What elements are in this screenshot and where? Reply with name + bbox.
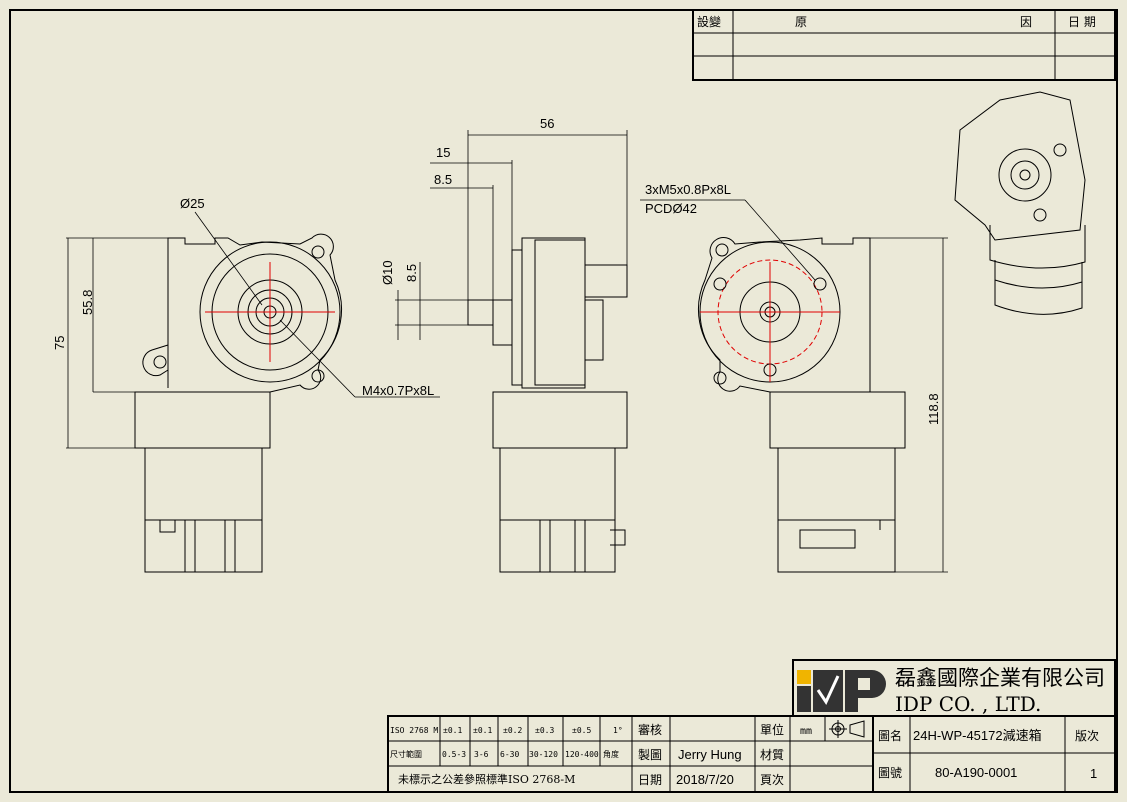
rev-header-reason-2: 因 <box>1020 15 1032 29</box>
dim-front-75: 75 <box>52 336 67 350</box>
drawn-value: Jerry Hung <box>678 747 742 762</box>
front-view: Ø25 55.8 75 M4x0.7Px8L <box>52 196 440 573</box>
range-3: 6-30 <box>500 750 519 759</box>
dim-front-55-8: 55.8 <box>80 290 95 315</box>
dim-front-thread: M4x0.7Px8L <box>362 383 434 398</box>
drawing-no-label: 圖號 <box>878 766 902 780</box>
unit-value: mm <box>800 726 812 737</box>
dim-side-8-5: 8.5 <box>404 264 419 282</box>
tol-1: ±0.1 <box>443 726 462 735</box>
date-value: 2018/7/20 <box>676 772 734 787</box>
review-label: 審核 <box>638 722 662 737</box>
tol-3: ±0.2 <box>503 726 522 735</box>
drawing-no: 80-A190-0001 <box>935 765 1017 780</box>
projection-symbol-icon <box>829 720 865 738</box>
rev-header-date: 日 期 <box>1068 15 1096 29</box>
company-block: 磊鑫國際企業有限公司 IDP CO. , LTD. <box>792 659 1116 717</box>
range-angle: 角度 <box>603 749 619 759</box>
company-name-cn: 磊鑫國際企業有限公司 <box>895 666 1105 690</box>
page-label: 頁次 <box>760 773 784 787</box>
tol-2: ±0.1 <box>473 726 492 735</box>
drawing-name: 24H-WP-45172減速箱 <box>913 728 1042 743</box>
tol-5: ±0.5 <box>572 726 591 735</box>
range-4: 30-120 <box>529 750 558 759</box>
range-2: 3-6 <box>474 750 489 759</box>
dim-side-56: 56 <box>540 116 554 131</box>
logo-yellow-square <box>797 670 811 684</box>
logo-p <box>845 670 886 712</box>
company-name-en: IDP CO. , LTD. <box>895 692 1041 716</box>
isometric-view <box>954 91 1086 315</box>
dim-side-8-5-top: 8.5 <box>434 172 452 187</box>
title-block: ISO 2768 M ±0.1 ±0.1 ±0.2 ±0.3 ±0.5 1° 尺… <box>387 715 1116 793</box>
dim-side-dia10: Ø10 <box>380 260 395 285</box>
dim-front-diameter: Ø25 <box>180 196 205 211</box>
tol-standard: ISO 2768 M <box>390 726 438 735</box>
rev-header-reason-1: 原 <box>795 15 807 29</box>
tolerance-note: 未標示之公差參照標準ISO 2768-M <box>398 772 575 786</box>
rear-view: 3xM5x0.8Px8L PCDØ42 118.8 <box>640 182 948 573</box>
dim-rear-pcd: PCDØ42 <box>645 201 697 216</box>
version-label: 版次 <box>1075 729 1099 743</box>
material-label: 材質 <box>760 747 784 762</box>
tol-4: ±0.3 <box>535 726 554 735</box>
revision-table: 設變 原 因 日 期 <box>692 9 1116 81</box>
range-label: 尺寸範圍 <box>390 749 422 759</box>
unit-label: 單位 <box>760 722 784 737</box>
dim-rear-118-8: 118.8 <box>926 393 941 425</box>
rev-header-change: 設變 <box>697 14 721 29</box>
range-1: 0.5-3 <box>442 750 466 759</box>
drawing-name-label: 圖名 <box>878 728 902 743</box>
dim-side-15: 15 <box>436 145 450 160</box>
version-value: 1 <box>1090 766 1097 781</box>
side-view: 56 15 8.5 Ø10 8.5 <box>380 116 628 573</box>
date-label: 日期 <box>638 773 662 787</box>
tol-angle: 1° <box>613 726 623 735</box>
range-5: 120-400 <box>565 750 599 759</box>
drawn-label: 製圖 <box>638 748 662 762</box>
dim-rear-thread: 3xM5x0.8Px8L <box>645 182 731 197</box>
